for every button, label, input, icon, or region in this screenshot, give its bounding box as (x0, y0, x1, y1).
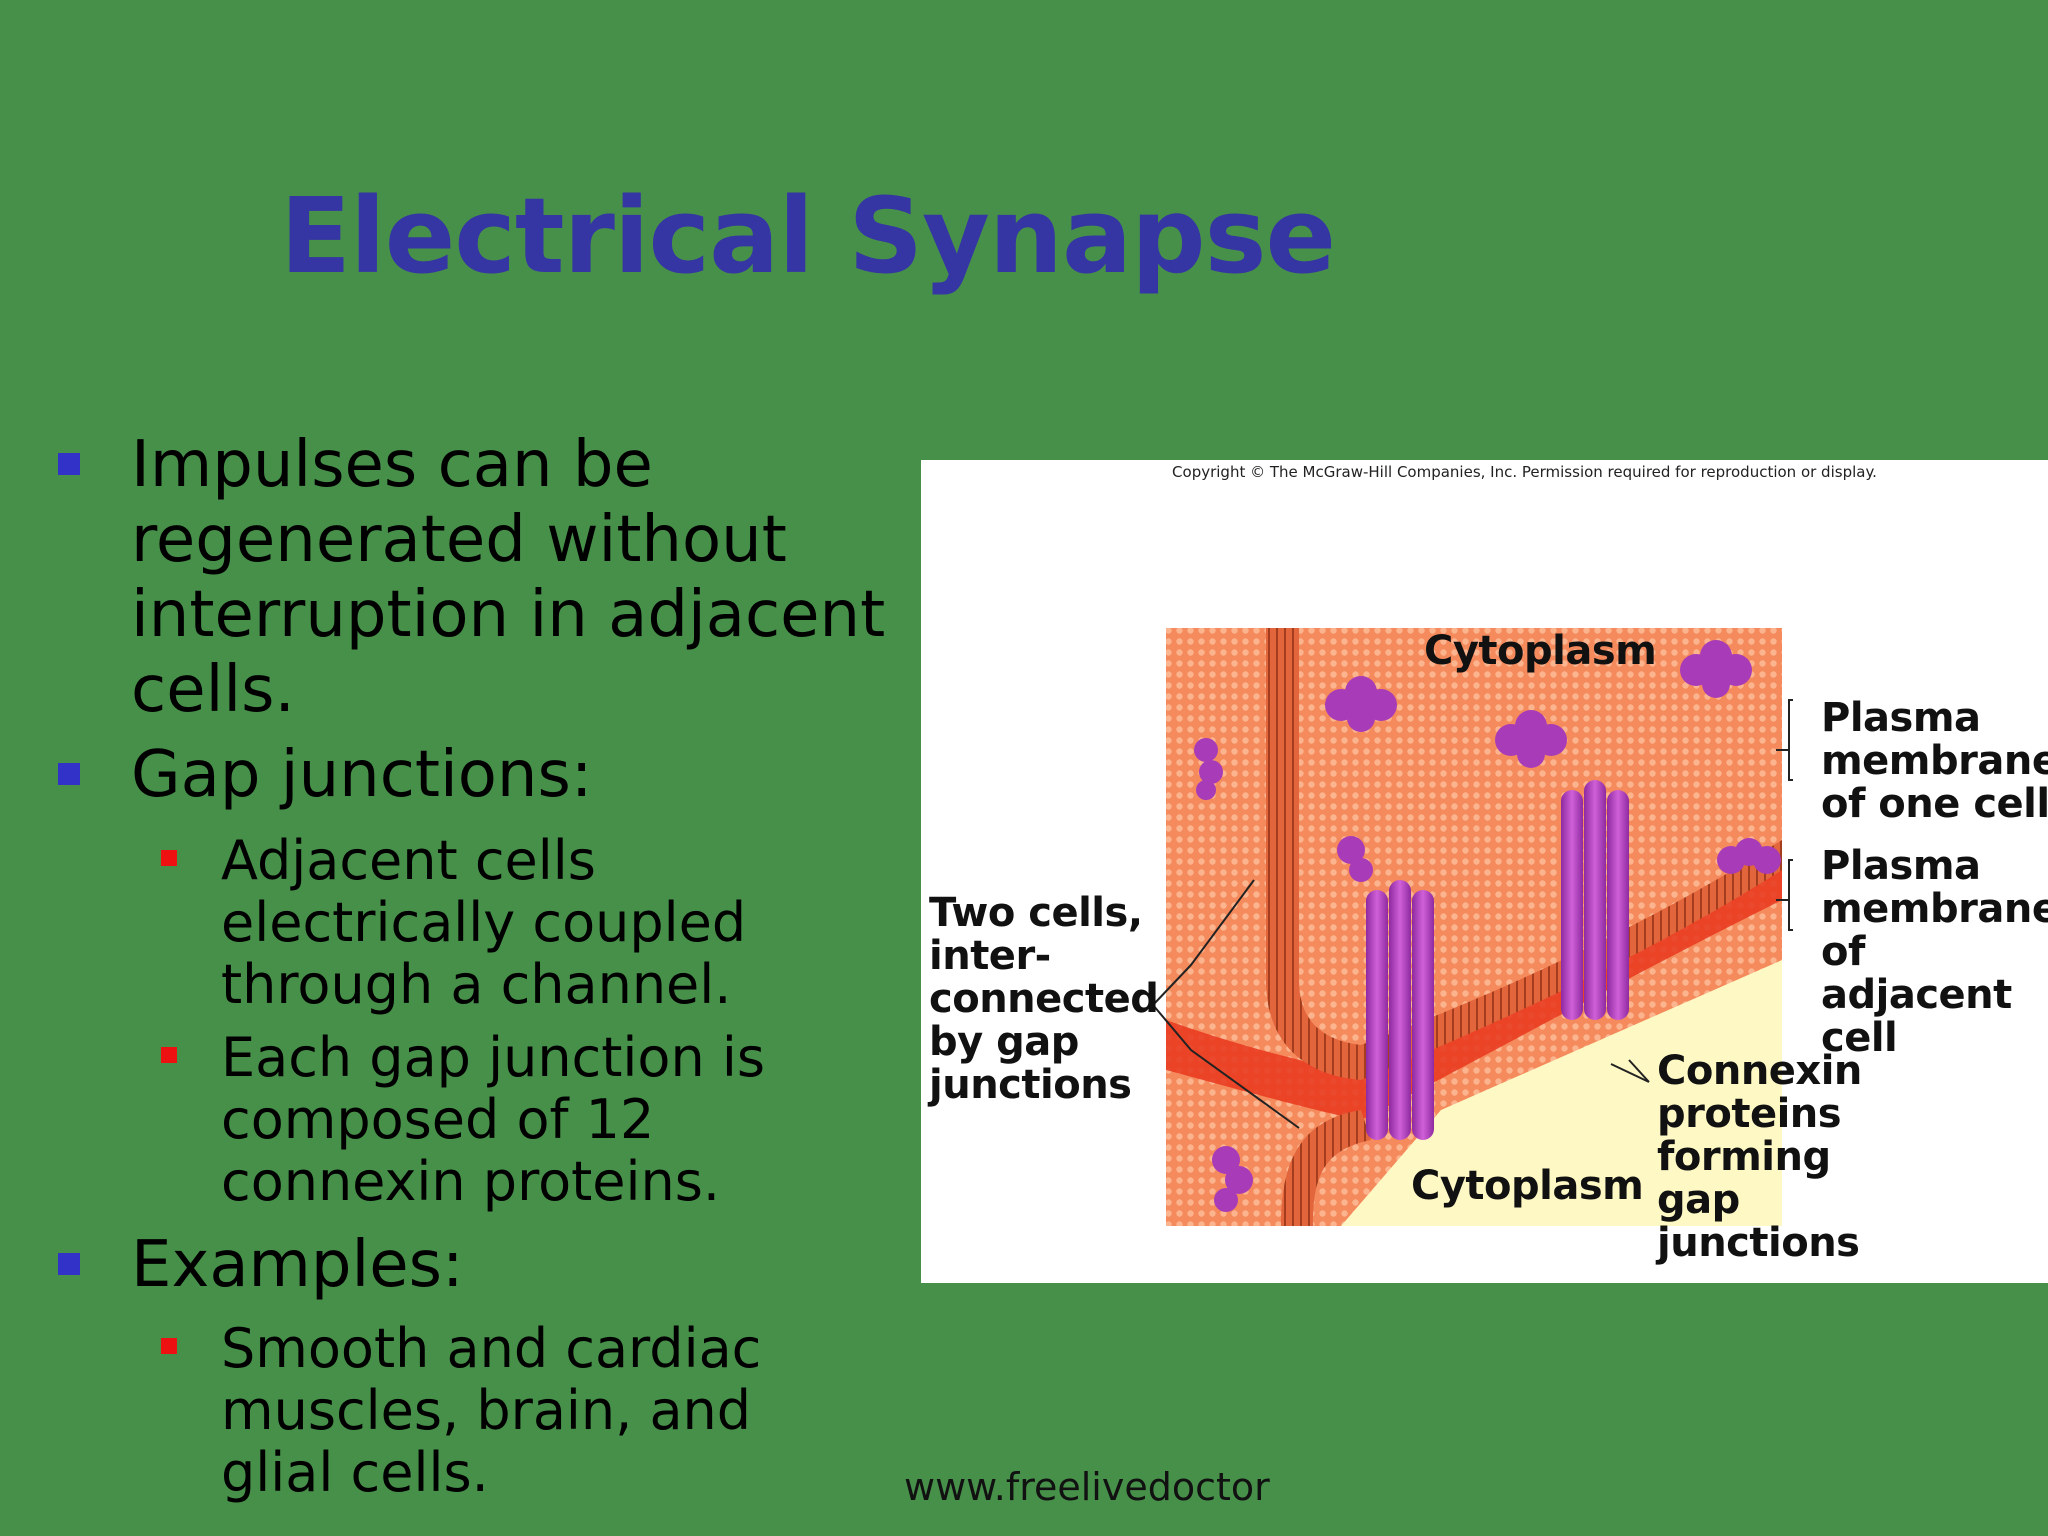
connexon-cluster (1337, 836, 1373, 882)
label-plasma-membrane-one: Plasma membrane of one cell (1821, 695, 2048, 827)
gap-junction-figure: Copyright © The McGraw-Hill Companies, I… (921, 460, 2048, 1283)
connexon-cluster (1194, 738, 1223, 800)
bullet-text: Gap junctions: (131, 738, 593, 812)
label-connexin: Connexin proteins forming gap junctions (1657, 1048, 1862, 1266)
bullet-marker (58, 453, 80, 475)
leader-lines (1152, 699, 1793, 1129)
connexon-cluster (1212, 1146, 1253, 1212)
slide-title: Electrical Synapse (280, 175, 1336, 297)
sub-bullet-text: Adjacent cells electrically coupled thro… (221, 829, 747, 1016)
connexon-cluster (1717, 838, 1781, 874)
sub-bullet-text: Smooth and cardiac muscles, brain, and g… (221, 1317, 762, 1504)
sub-bullet-item: Each gap junction is composed of 12 conn… (161, 1026, 881, 1213)
copyright-notice: Copyright © The McGraw-Hill Companies, I… (1172, 463, 1877, 481)
connexon-cluster (1495, 710, 1567, 768)
bullet-text: Examples: (131, 1228, 464, 1302)
label-cytoplasm-bottom: Cytoplasm (1411, 1163, 1644, 1209)
bullet-item: Impulses can be regenerated without inte… (58, 428, 911, 728)
footer-url: www.freelivedoctor (904, 1465, 1270, 1509)
bullet-text: Impulses can be regenerated without inte… (131, 428, 886, 727)
membrane-tails-lower (1281, 1110, 1371, 1226)
sub-bullet-item: Smooth and cardiac muscles, brain, and g… (161, 1317, 861, 1504)
sub-bullet-marker (161, 850, 177, 866)
bullet-marker (58, 763, 80, 785)
membrane-tails-vertical (1266, 628, 1361, 1080)
connexon-cluster (1680, 640, 1752, 698)
bullet-item: Gap junctions: (58, 738, 911, 813)
sub-bullet-text: Each gap junction is composed of 12 conn… (221, 1026, 765, 1213)
bullet-item: Examples: (58, 1228, 911, 1303)
connexon-cluster (1325, 676, 1397, 732)
sub-bullet-item: Adjacent cells electrically coupled thro… (161, 829, 871, 1016)
label-plasma-membrane-adjacent: Plasma membrane of adjacent cell (1821, 843, 2048, 1061)
label-cytoplasm-top: Cytoplasm (1424, 628, 1657, 674)
gap-junction-illustration (1152, 628, 1793, 1226)
label-two-cells: Two cells, inter- connected by gap junct… (929, 890, 1159, 1108)
sub-bullet-marker (161, 1047, 177, 1063)
sub-bullet-marker (161, 1338, 177, 1354)
connexin-channel (1561, 780, 1629, 1020)
connexin-channel (1366, 880, 1434, 1140)
bullet-marker (58, 1253, 80, 1275)
